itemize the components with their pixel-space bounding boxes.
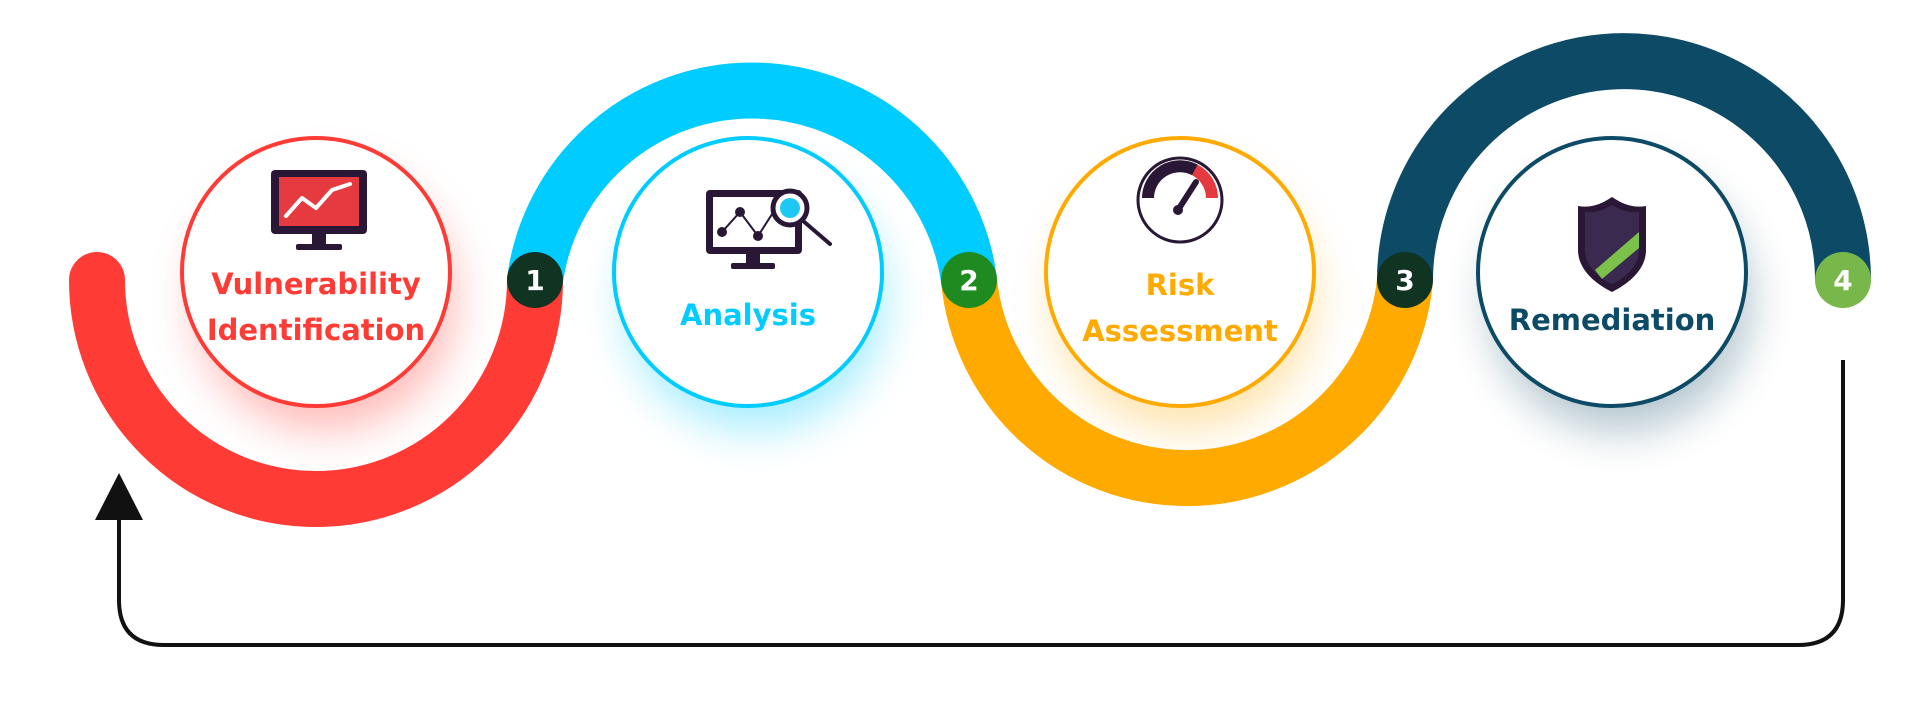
step-4-number: 4 (1833, 264, 1852, 297)
step-3-circle (1044, 136, 1316, 408)
loop-arrow-icon (95, 473, 143, 520)
step-3-label-line-1: Risk (1146, 268, 1216, 302)
magnifier-chart-icon (706, 188, 832, 269)
step-1-label-line-1: Vulnerability (211, 267, 421, 301)
step-3-label-line-2: Assessment (1082, 314, 1278, 348)
step-3-number: 3 (1395, 264, 1414, 297)
step-1-number-badge: 1 (507, 252, 563, 308)
loop-arrow-line (117, 360, 1845, 647)
step-2-label: Analysis (680, 298, 816, 332)
gauge-icon (1136, 156, 1224, 244)
step-1-number: 1 (525, 264, 544, 297)
step-2-number-badge: 2 (941, 252, 997, 308)
shield-icon (1578, 197, 1646, 292)
step-4-arc (1377, 33, 1871, 281)
step-1-label-line-2: Identification (207, 313, 425, 347)
step-3-number-badge: 3 (1377, 252, 1433, 308)
monitor-trend-icon (271, 170, 367, 250)
step-2-arc (507, 62, 997, 284)
step-1-circle (180, 136, 452, 408)
step-4-number-badge: 4 (1815, 252, 1871, 308)
step-2-number: 2 (959, 264, 978, 297)
step-1-arc (69, 252, 563, 527)
step-4-label: Remediation (1509, 303, 1716, 337)
step-2-circle (612, 136, 884, 408)
step-3-arc (941, 277, 1433, 507)
